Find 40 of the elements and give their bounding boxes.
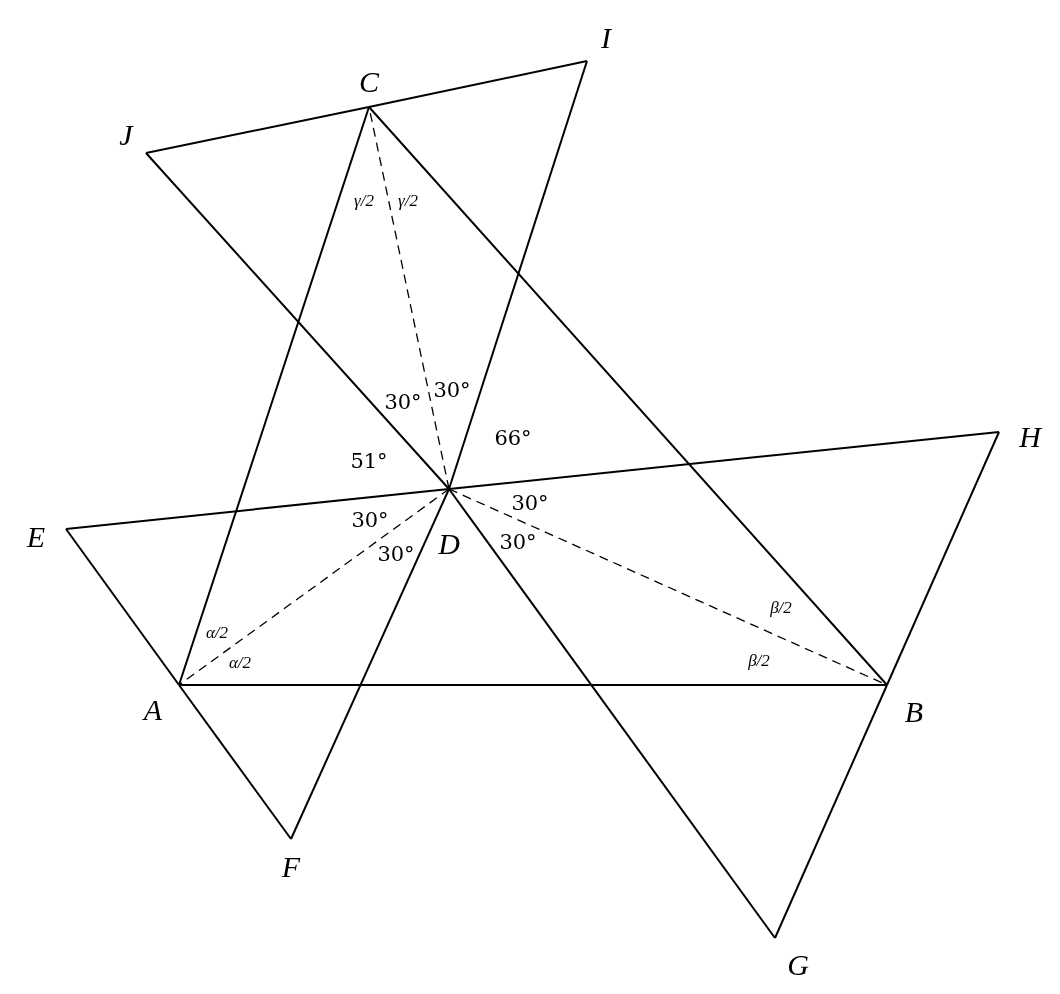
angle-label: α/2: [228, 653, 252, 671]
line-segment: [290, 488, 450, 840]
angle-label: 30°: [511, 492, 549, 514]
angle-label: γ/2: [398, 191, 418, 209]
point-label: G: [787, 950, 809, 980]
line-segment: [178, 106, 370, 686]
angle-label: β/2: [748, 651, 770, 669]
angle-label: 30°: [499, 531, 537, 553]
point-label: B: [904, 697, 924, 727]
line-segment: [448, 431, 1000, 490]
line-segment: [145, 106, 370, 154]
line-segment: [145, 152, 450, 490]
dashed-line-segment: [178, 488, 450, 686]
angle-label: β/2: [770, 598, 792, 616]
line-segment: [178, 684, 888, 686]
line-segment: [368, 106, 888, 686]
point-label: H: [1019, 422, 1041, 452]
angle-label: γ/2: [354, 191, 374, 209]
line-segment: [368, 60, 588, 108]
angle-label: 66°: [494, 427, 532, 449]
line-segment: [65, 488, 450, 530]
line-segment: [886, 431, 1000, 686]
angle-label: 51°: [350, 450, 388, 472]
angle-label: 30°: [351, 509, 389, 531]
line-segment: [65, 528, 180, 686]
line-segment: [178, 684, 292, 840]
angle-label: 30°: [377, 543, 415, 565]
line-segment: [774, 684, 888, 939]
point-label: E: [26, 522, 46, 552]
angle-label: 30°: [384, 391, 422, 413]
point-label: I: [601, 23, 611, 53]
angle-label: α/2: [205, 623, 229, 641]
point-label: D: [438, 529, 460, 559]
point-label: F: [281, 852, 301, 882]
angle-label: 30°: [433, 379, 471, 401]
line-segment: [448, 488, 776, 939]
point-label: A: [143, 695, 163, 725]
line-segment: [448, 60, 588, 490]
point-label: C: [359, 67, 379, 97]
point-label: J: [119, 120, 133, 150]
